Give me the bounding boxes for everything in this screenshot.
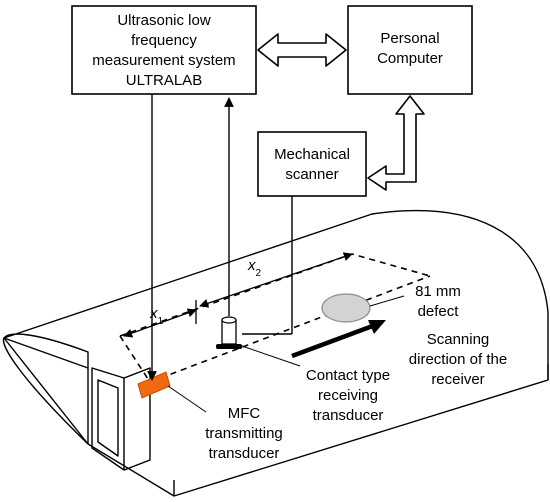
mfc-label-line-2: transmitting: [205, 425, 283, 442]
pc-box: Personal Computer: [347, 5, 473, 95]
ultralab-line-2: frequency: [131, 32, 197, 49]
ultralab-line-1: Ultrasonic low: [117, 12, 211, 29]
scanning-label-line-3: receiver: [431, 371, 484, 388]
scanning-arrow-head: [368, 320, 386, 334]
pc-line-1: Personal: [380, 30, 439, 47]
ultralab-box: Ultrasonic low frequency measurement sys…: [71, 5, 257, 95]
receiver-label-line-2: receiving: [318, 387, 378, 404]
ultralab-line-3: measurement system: [92, 52, 235, 69]
receiver-top: [221, 316, 237, 324]
x1-label-sub: 1: [158, 316, 164, 327]
blade-nose: [2, 337, 89, 445]
scanner-line-1: Mechanical: [274, 146, 350, 163]
mfc-leader: [167, 385, 207, 413]
scanning-label-line-1: Scanning: [427, 331, 490, 348]
dashed-path-lower: [149, 275, 431, 383]
defect-label-line-2: defect: [418, 303, 460, 320]
blade-spar-inner: [97, 379, 119, 457]
ultralab-box-frame: [71, 5, 257, 95]
scanner-line-2: scanner: [285, 166, 338, 183]
receiver-label-line-3: transducer: [313, 407, 384, 424]
blade-leading-edge: [3, 333, 89, 444]
defect-ellipse: [321, 293, 371, 323]
x1-label-base: x: [149, 305, 158, 322]
scanner-box-frame: [257, 131, 367, 197]
x2-arrow: [199, 252, 353, 308]
receiver-leader: [241, 345, 301, 367]
dashed-path-start: [119, 335, 151, 383]
defect-label-line-1: 81 mm: [415, 283, 461, 300]
defect-leader: [369, 295, 405, 307]
ultralab-pc-double-arrow: [257, 33, 347, 67]
receiver-label-line-1: Contact type: [306, 367, 390, 384]
receiver-base: [216, 344, 242, 349]
mfc-label-line-3: transducer: [209, 445, 280, 462]
x1-arrow: [123, 308, 197, 338]
x2-label-sub: 2: [256, 268, 262, 279]
x2-dimension: [199, 252, 353, 308]
scanning-direction-arrow: [291, 321, 379, 359]
pc-box-frame: [347, 5, 473, 95]
scanner-box: Mechanical scanner: [257, 131, 367, 197]
x1-dimension: [123, 300, 197, 338]
pc-line-2: Computer: [377, 50, 443, 67]
scanning-label-line-2: direction of the: [409, 351, 507, 368]
blade-spar-side: [123, 367, 151, 471]
mfc-label-line-1: MFC: [228, 405, 261, 422]
ultralab-line-4: ULTRALAB: [126, 72, 202, 89]
receiving-transducer: [216, 316, 242, 349]
x2-label: x2: [247, 257, 262, 279]
blade-bottom-edge: [173, 364, 549, 496]
x1-label: x1: [149, 305, 164, 327]
blade-inner-rib: [3, 337, 89, 369]
x2-label-base: x: [247, 257, 256, 274]
pc-scanner-elbow-arrow: [367, 95, 425, 191]
